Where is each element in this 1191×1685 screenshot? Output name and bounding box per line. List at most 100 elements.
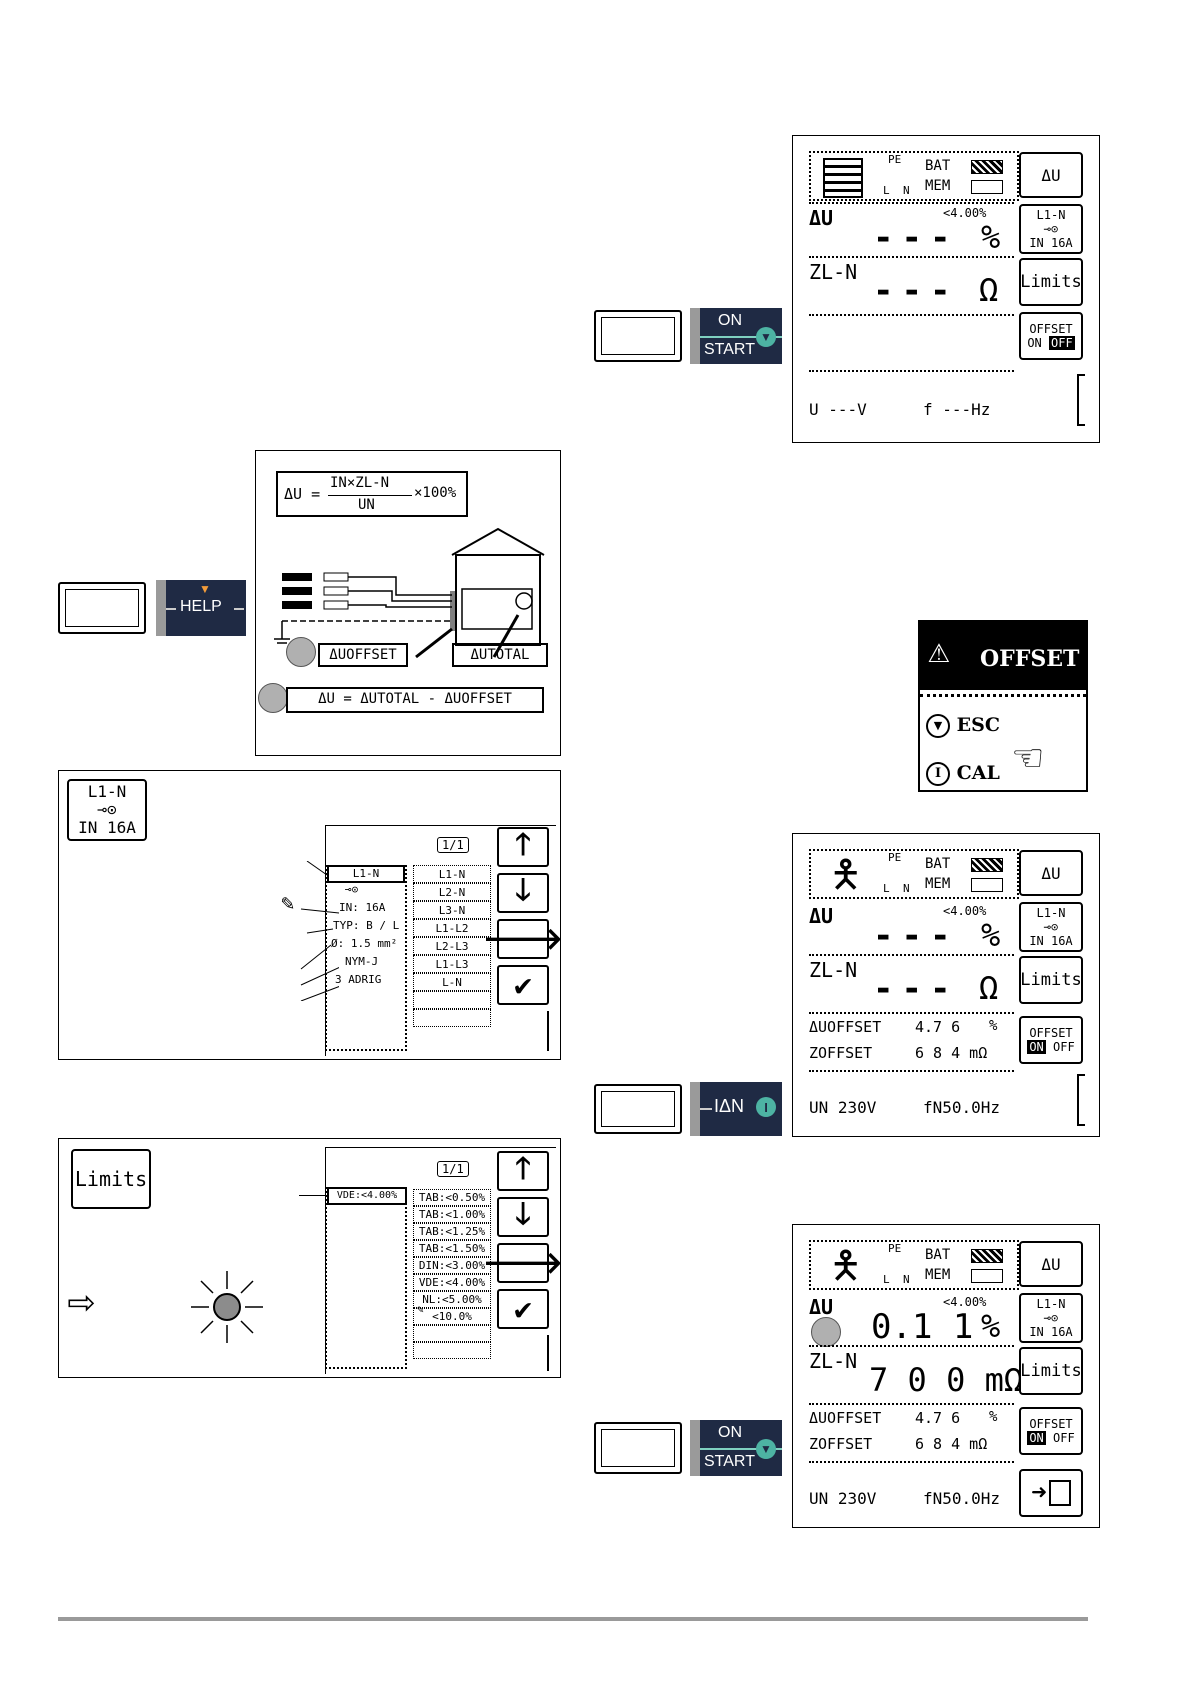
bracket: [1077, 374, 1085, 426]
bat-label: BAT: [925, 1247, 951, 1263]
list-item[interactable]: TAB:<1.00%: [413, 1206, 491, 1223]
list-item[interactable]: [413, 1325, 491, 1342]
percent-unit: %: [981, 1307, 1001, 1345]
battery-icon: [971, 160, 1003, 174]
device-key-2[interactable]: [594, 1084, 682, 1134]
marker-2: [258, 683, 288, 713]
bat-label: BAT: [925, 856, 951, 872]
list-item[interactable]: TAB:<0.50%: [413, 1189, 491, 1206]
pe-label: PE: [888, 153, 902, 166]
cable-type: NYM-J: [345, 955, 379, 968]
du-limit: <4.00%: [943, 904, 987, 918]
du-value: 0.1 1: [871, 1307, 974, 1347]
zoffset-label: ZOFFSET: [809, 1435, 873, 1453]
device-key-1[interactable]: [594, 310, 682, 362]
edit-small-icon: ✎: [417, 1303, 424, 1316]
core-count: 3 ADRIG: [335, 973, 382, 986]
uoffset-box: ΔUOFFSET: [318, 643, 408, 667]
mem-label: MEM: [925, 876, 951, 892]
offset-toggle[interactable]: OFFSET ON OFF: [1019, 312, 1083, 360]
selected-limit[interactable]: VDE:<4.00%: [327, 1187, 407, 1205]
on-start-key-2[interactable]: ON START ▼: [690, 1420, 782, 1476]
list-item[interactable]: TAB:<1.50%: [413, 1240, 491, 1257]
utotal-box: ΔUTOTAL: [452, 643, 548, 667]
du-value: ---: [873, 218, 959, 258]
help-key[interactable]: ▼ HELP: [156, 580, 246, 636]
right-arrow-button[interactable]: 🡒: [483, 1243, 563, 1283]
device-key-3[interactable]: [594, 1422, 682, 1474]
cal-option[interactable]: I CAL: [926, 762, 1000, 786]
list-item[interactable]: <10.0%: [413, 1308, 491, 1325]
list-item[interactable]: L1-L2: [413, 919, 491, 937]
wiring-diagram: [274, 527, 545, 659]
zoffset-label: ZOFFSET: [809, 1044, 873, 1062]
list-item[interactable]: VDE:<4.00%: [413, 1274, 491, 1291]
limits-selection-panel: Limits ⇨ 1/1 VDE:<4.00% ✎ 🡑 🡓 🡒 ✔ TAB:<0…: [58, 1138, 563, 1378]
bracket: [1077, 1074, 1085, 1126]
du-mode-button[interactable]: ΔU: [1019, 850, 1083, 896]
list-item[interactable]: L2-N: [413, 883, 491, 901]
l1n-button[interactable]: L1-N⊸⊙IN 16A: [1019, 204, 1083, 254]
list-item[interactable]: NL:<5.00%: [413, 1291, 491, 1308]
limits-button[interactable]: Limits: [1019, 956, 1083, 1004]
device-icon: [823, 158, 863, 198]
confirm-check-button[interactable]: ✔: [497, 965, 549, 1005]
list-item[interactable]: DIN:<3.00%: [413, 1257, 491, 1274]
battery-icon: [971, 858, 1003, 872]
down-arrow-button[interactable]: 🡓: [497, 873, 549, 913]
down-arrow-button[interactable]: 🡓: [497, 1197, 549, 1237]
on-label: ON: [718, 312, 742, 329]
offset-toggle[interactable]: OFFSET ON OFF: [1019, 1407, 1083, 1455]
list-item[interactable]: L2-L3: [413, 937, 491, 955]
limits-button[interactable]: Limits: [1019, 258, 1083, 306]
list-item[interactable]: TAB:<1.25%: [413, 1223, 491, 1240]
start-label: START: [704, 341, 755, 358]
list-item[interactable]: L3-N: [413, 901, 491, 919]
up-arrow-button[interactable]: 🡑: [497, 1151, 549, 1191]
formula-box: ΔU = IN×ZL-N UN ×100%: [276, 471, 468, 517]
ohm-unit: Ω: [979, 271, 999, 309]
percent-unit: %: [981, 916, 1001, 954]
page-indicator: 1/1: [437, 1161, 469, 1177]
zln-value: ---: [873, 271, 959, 311]
esc-option[interactable]: ▼ ESC: [926, 714, 1000, 738]
on-start-key-1[interactable]: ON START ▼: [690, 308, 782, 364]
right-arrow-button[interactable]: 🡒: [483, 919, 563, 959]
uoffset-value: 4.7 6: [915, 1018, 961, 1036]
list-item[interactable]: L1-N: [413, 865, 491, 883]
outline-arrow-icon: ⇨: [67, 1273, 95, 1327]
u-readout: U ---V: [809, 400, 867, 419]
list-item[interactable]: [413, 1342, 491, 1359]
list-item[interactable]: [413, 991, 491, 1009]
confirm-check-button[interactable]: ✔: [497, 1289, 549, 1329]
l-label: L: [883, 184, 890, 197]
uoffset-label: ΔUOFFSET: [809, 1018, 882, 1036]
save-to-memory-button[interactable]: ➜: [1019, 1469, 1083, 1517]
list-item[interactable]: L1-L3: [413, 955, 491, 973]
limits-icon-button[interactable]: Limits: [71, 1149, 151, 1209]
list-item[interactable]: L-N: [413, 973, 491, 991]
plug-icon: ⊸⊙: [1043, 222, 1059, 236]
du-mode-button[interactable]: ΔU: [1019, 1241, 1083, 1287]
offset-popup: ⚠ OFFSET ▼ ESC I CAL ☜: [918, 620, 1088, 792]
cross-section: Ø: 1.5 mm²: [331, 937, 398, 950]
f-readout: f ---Hz: [923, 400, 991, 419]
pointing-hand-icon: ☜: [1014, 730, 1042, 784]
du-mode-button[interactable]: ΔU: [1019, 152, 1083, 198]
device-key-help[interactable]: [58, 582, 146, 634]
du-label: ΔU: [809, 1295, 834, 1319]
idn-label: IΔN: [714, 1096, 745, 1116]
limits-button[interactable]: Limits: [1019, 1347, 1083, 1395]
l1n-button[interactable]: L1-N⊸⊙IN 16A: [1019, 902, 1083, 952]
idn-key[interactable]: IΔN I: [690, 1082, 782, 1136]
zln-label: ZL-N: [809, 958, 858, 982]
zoffset-value: 6 8 4 mΩ: [915, 1435, 988, 1453]
selected-item[interactable]: L1-N: [327, 865, 405, 883]
offset-toggle[interactable]: OFFSET ON OFF: [1019, 1016, 1083, 1064]
list-item[interactable]: [413, 1009, 491, 1027]
uoffset-value: 4.7 6: [915, 1409, 961, 1427]
l1n-button[interactable]: L1-N⊸⊙IN 16A: [1019, 1293, 1083, 1343]
up-arrow-button[interactable]: 🡑: [497, 827, 549, 867]
info-circle-icon: I: [756, 1097, 776, 1117]
l1n-icon-button[interactable]: L1-N⊸⊙IN 16A: [67, 779, 147, 841]
